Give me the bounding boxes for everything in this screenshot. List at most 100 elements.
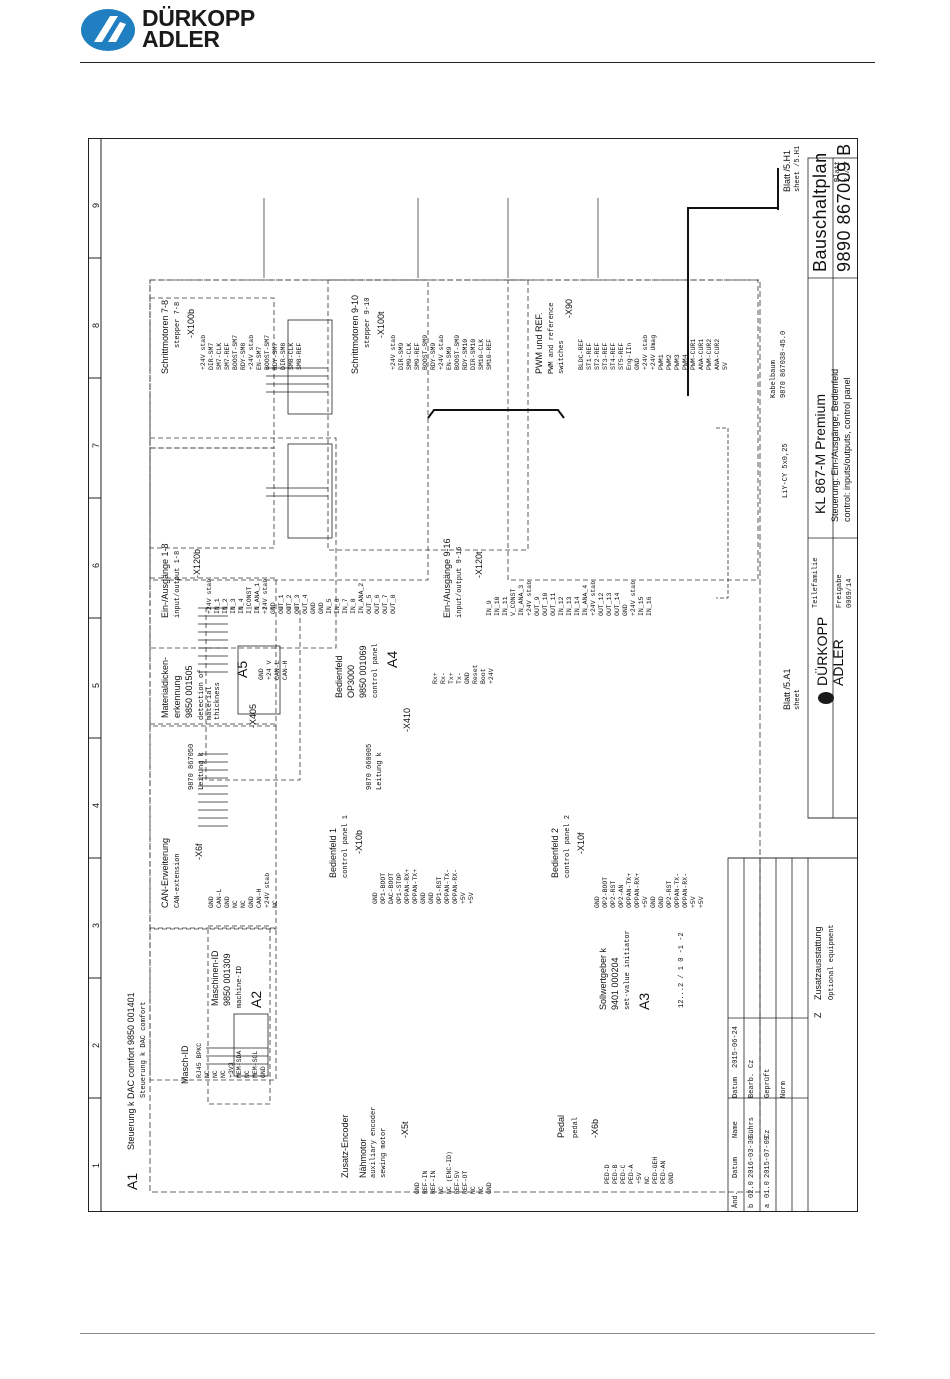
pin: IN_5 (326, 598, 333, 614)
zone-4: 4 (91, 802, 101, 808)
maschinen-id-title: Maschinen-ID (210, 950, 220, 1006)
pin: +24V Umag (650, 334, 657, 370)
zone-8: 8 (91, 322, 101, 328)
pin: ST3-REF (602, 342, 609, 370)
eio916-title: Ein-/Ausgänge 9-16 (442, 538, 452, 618)
rev-a-by: Cz (764, 1129, 772, 1138)
pin: PED-B (612, 1164, 619, 1184)
pin: OUT_3 (294, 594, 301, 614)
pin: Rx+ (432, 672, 439, 684)
pin: GND (622, 604, 629, 616)
op-cable-label: Leitung k (376, 752, 384, 790)
pin: SM10-CLK (478, 338, 485, 370)
pin: BOOST-SM7 (232, 334, 239, 370)
sollwert-subtitle: set-value initiator (624, 930, 632, 1010)
pin: ANA-CUR2 (714, 338, 721, 370)
pin: GND (310, 602, 317, 614)
op-pins: Rx+ Rx- Tx+ Tx- GND Reset Boot +24V (432, 664, 496, 684)
pin: CAN-L (216, 888, 223, 908)
sollwert-number: 9401 000204 (610, 957, 620, 1010)
pin: PWM2 (666, 354, 673, 370)
pin: 5V (722, 362, 729, 370)
pin: OUT_14 (614, 592, 621, 616)
materialdicke-cable-label: Leitung k (198, 752, 206, 790)
pin: OUT_10 (542, 592, 549, 616)
pin: CAN-H (256, 888, 263, 908)
pin: IN_3 (230, 598, 237, 614)
connector-bars (263, 198, 599, 278)
brand-line2: ADLER (142, 26, 220, 52)
pwm-connector: -X90 (564, 298, 574, 318)
materialdicke-sub3: thickness (214, 682, 222, 720)
pin: RJ45 BPKC (196, 1042, 203, 1078)
sollwert-scale: 12...2 / 1 0 -1 -2 (678, 932, 686, 1008)
pin: GND (248, 896, 255, 908)
optional-label-en: Optional equipment (828, 924, 836, 1000)
pwm-subtitle2: switches (558, 340, 566, 374)
can-pins: GND CAN-L GND NC NC GND CAN-H +24V stab … (208, 873, 280, 908)
pin: OP2-BOOT (602, 876, 609, 908)
pin: NC (470, 1186, 477, 1194)
op3000-inner (287, 319, 333, 415)
pin: PWM-CUR2 (706, 338, 713, 370)
materialdicke-pins: GND +24 V CAN-L CAN-H (258, 660, 290, 680)
freigabe-value: 0069/14 (846, 578, 854, 608)
pin: CAN-L (274, 660, 281, 680)
pin: OPPAN-RX+ (404, 868, 411, 904)
pin: RDY-SM10 (462, 338, 469, 370)
can-subtitle: CAN-extension (174, 853, 182, 908)
pin-grid (198, 607, 268, 1065)
pin: GND (650, 896, 657, 908)
pin: +5V (642, 896, 649, 908)
header-rule (80, 62, 875, 63)
pin: +24V stab (264, 872, 271, 908)
pin: IN_7 (342, 598, 349, 614)
pin: PED-AN (660, 1160, 667, 1184)
wiring-diagram-sheet: 1 2 3 4 5 6 7 8 9 A1 Steuerung k DAC com… (88, 138, 858, 1212)
pin: SM8-CLK (288, 342, 295, 370)
stepper78-title: Schrittmotoren 7-8 (160, 299, 170, 374)
pin: PWM1 (658, 354, 665, 370)
pin: +5V (690, 896, 697, 908)
pin: RDY-SM8 (240, 342, 247, 370)
optional-label-de: Zusatzausstattung (813, 926, 823, 1000)
rev-a-number: 01.0 (764, 1181, 772, 1198)
pin: IN_ANA_1 (254, 582, 261, 614)
stepper78-pins: +24V stab DIR-SM7 SM7-CLK SM7-REF BOOST-… (200, 335, 304, 370)
pin: ST5-REF (618, 342, 625, 370)
pin: V_CONST (510, 588, 517, 616)
pin: REF-IN (422, 1170, 429, 1194)
op-title: Bedienfeld (334, 655, 344, 698)
can-box (149, 447, 275, 549)
pin: OUT_9 (534, 596, 541, 616)
datum-label: Datum (732, 1076, 740, 1098)
pin: +24V stab (590, 580, 597, 616)
norm-label: Norm (780, 1081, 788, 1098)
description-en: control: inputs/outputs, control panel (842, 377, 852, 522)
machine-id-inner (233, 1013, 269, 1077)
kabelbaum-number: 9870 867038-45.0 (780, 330, 788, 398)
pin: OUT_12 (598, 592, 605, 616)
panel-wires (266, 367, 328, 497)
pin: OP2-RST (666, 880, 673, 908)
can-connector: -X6f (194, 843, 204, 860)
pin: OUT_8 (390, 594, 397, 614)
eio18-subtitle: input/output 1-8 (174, 550, 182, 618)
optional-set-value-box (205, 607, 301, 781)
pin: PWM3 (674, 354, 681, 370)
zone-9: 9 (91, 202, 101, 208)
pin: +5V (468, 892, 475, 904)
pin: OUT_2 (286, 594, 293, 614)
bedienfeld1-connector: -X10b (354, 829, 364, 854)
pin: IN_16 (646, 596, 653, 616)
pin: +24V stab (206, 578, 213, 614)
duerkopp-adler-logo-icon (81, 9, 135, 51)
zone-5: 5 (91, 682, 101, 688)
pin: DIR-SM8 (280, 342, 287, 370)
masch-id-title: Masch-ID (180, 1045, 190, 1084)
pin: IN_ANA_3 (518, 584, 525, 616)
rev-header-name: Name (732, 1121, 740, 1138)
pin: PED-A (628, 1164, 635, 1184)
pin: NC (204, 1070, 211, 1078)
bedienfeld1-title: Bedienfeld 1 (328, 827, 338, 878)
